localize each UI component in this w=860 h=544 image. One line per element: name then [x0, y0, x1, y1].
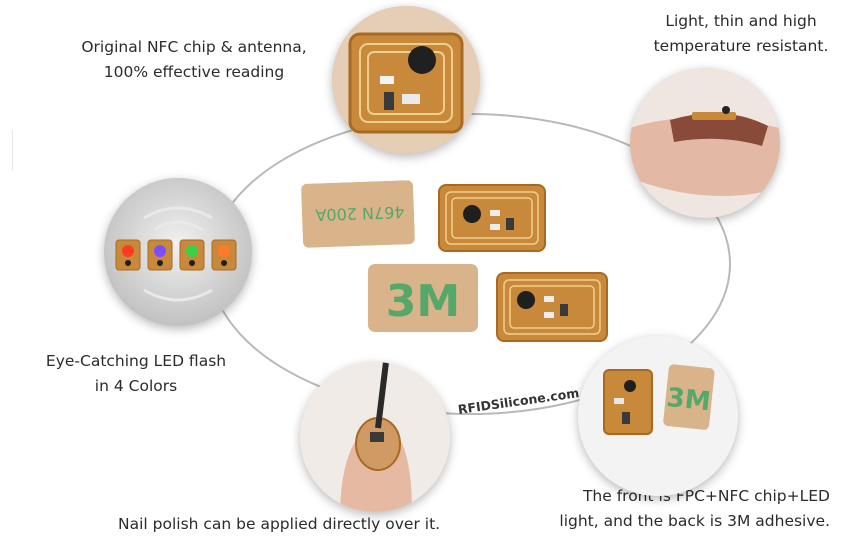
adhesive-print-top: 467N 200A — [315, 202, 405, 224]
led-light-icon — [154, 245, 166, 257]
led-tag — [147, 239, 173, 271]
caption-led-flash: Eye-Catching LED flash in 4 Colors — [45, 352, 227, 395]
led-light-icon — [186, 245, 198, 257]
nail-polish-photo — [300, 362, 450, 512]
led-tag — [211, 239, 237, 271]
tag-front-bottom — [496, 272, 608, 342]
tag-back-top: 467N 200A — [301, 180, 415, 248]
led-tag — [115, 239, 141, 271]
adhesive-logo-small: 3M — [665, 383, 712, 417]
tag-front-top — [438, 184, 546, 252]
led-light-icon — [218, 245, 230, 257]
left-edge-mark — [12, 130, 13, 170]
tag-back-bottom: 3M — [368, 264, 478, 332]
caption-light-thin: Light, thin and high temperature resista… — [653, 12, 829, 55]
front-back-photo: 3M — [578, 336, 738, 496]
caption-nail-polish: Nail polish can be applied directly over… — [118, 515, 441, 533]
led-tag — [179, 239, 205, 271]
caption-front-back: The front is FPC+NFC chip+LED light, and… — [559, 487, 830, 530]
caption-chip-antenna: Original NFC chip & antenna, 100% effect… — [81, 38, 307, 81]
led-flash-photo — [104, 178, 252, 326]
adhesive-logo-large: 3M — [386, 276, 460, 327]
chip-closeup-photo — [332, 6, 480, 154]
led-light-icon — [122, 245, 134, 257]
finger-thin-tag-photo — [630, 68, 780, 218]
